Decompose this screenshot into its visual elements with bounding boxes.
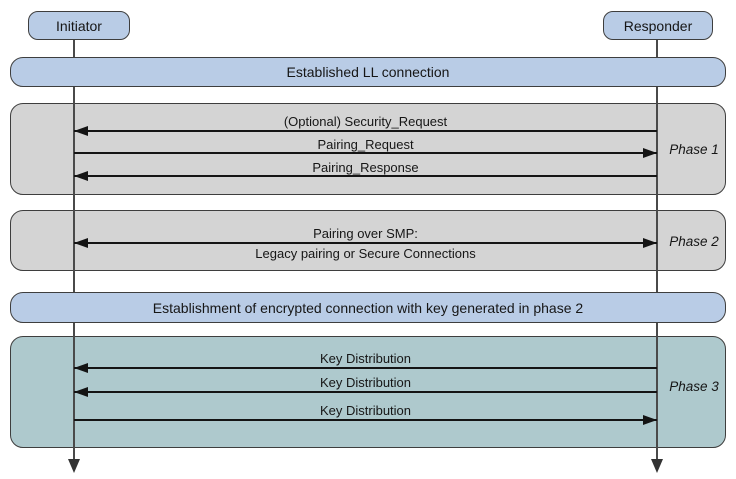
- initiator-lifeline: [73, 40, 75, 461]
- phase1-label: Phase 1: [669, 142, 719, 157]
- initiator-box: Initiator: [28, 11, 130, 40]
- phase3-label: Phase 3: [669, 379, 719, 394]
- phase2-label: Phase 2: [669, 234, 719, 249]
- initiator-label: Initiator: [56, 17, 102, 34]
- phase1-region: [10, 103, 726, 195]
- key-distribution-2-label: Key Distribution: [319, 375, 412, 390]
- pairing-over-smp-arrow-both-icon: [74, 238, 657, 248]
- responder-lifeline-arrow-down-icon: [651, 459, 663, 473]
- key-distribution-1-label: Key Distribution: [319, 351, 412, 366]
- initiator-lifeline-arrow-down-icon: [68, 459, 80, 473]
- pairing-request-label: Pairing_Request: [317, 137, 414, 152]
- security-request-arrow-left-icon: [74, 126, 657, 136]
- key-distribution-1-arrow-left-icon: [74, 363, 657, 373]
- responder-box: Responder: [603, 11, 713, 40]
- key-distribution-3-arrow-right-icon: [74, 415, 657, 425]
- encrypted-connection-band: Establishment of encrypted connection wi…: [10, 292, 726, 323]
- responder-lifeline: [656, 40, 658, 461]
- established-ll-connection-label: Established LL connection: [286, 64, 450, 80]
- key-distribution-2-arrow-left-icon: [74, 387, 657, 397]
- security-request-label: (Optional) Security_Request: [283, 114, 448, 129]
- pairing-over-smp-label: Pairing over SMP:: [313, 226, 418, 241]
- key-distribution-3-label: Key Distribution: [319, 403, 412, 418]
- phase2-region: [10, 210, 726, 271]
- pairing-response-label: Pairing_Response: [312, 160, 419, 175]
- responder-label: Responder: [623, 17, 693, 34]
- pairing-response-arrow-left-icon: [74, 171, 657, 181]
- legacy-or-secure-connections-label: Legacy pairing or Secure Connections: [255, 246, 476, 261]
- pairing-request-arrow-right-icon: [74, 148, 657, 158]
- established-ll-connection-band: Established LL connection: [10, 57, 726, 87]
- encrypted-connection-label: Establishment of encrypted connection wi…: [152, 299, 584, 316]
